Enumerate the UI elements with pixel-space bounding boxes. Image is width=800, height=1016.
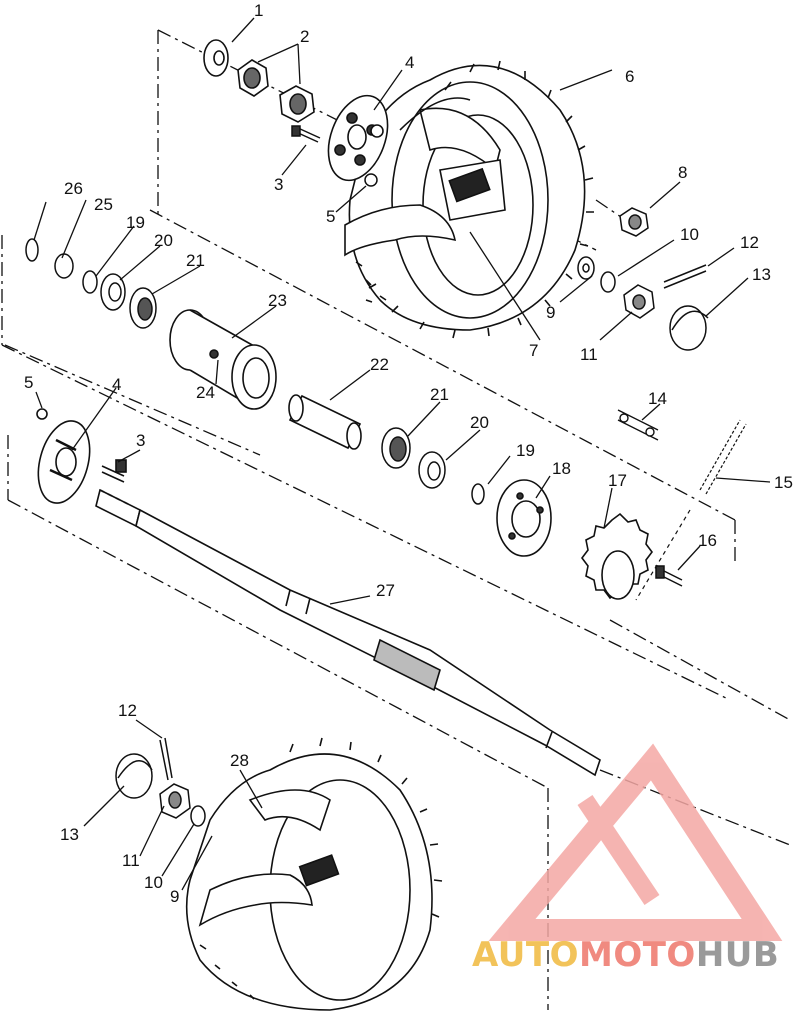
callout-21b: 21 [430, 385, 449, 404]
callout-labels: 1 2 4 6 3 5 8 10 12 13 9 7 11 26 25 19 2… [24, 1, 793, 906]
callout-22: 22 [370, 355, 389, 374]
callout-19b: 19 [516, 441, 535, 460]
sprocket-bolt [655, 565, 683, 587]
master-link [617, 409, 659, 441]
hardware-top-right [577, 207, 709, 351]
callout-9: 9 [546, 303, 555, 322]
callout-15: 15 [774, 473, 793, 492]
callout-20: 20 [154, 231, 173, 250]
callout-6: 6 [625, 67, 634, 86]
callout-14: 14 [648, 389, 667, 408]
spacer-sleeve [288, 394, 362, 450]
callout-10: 10 [680, 225, 699, 244]
callout-19: 19 [126, 213, 145, 232]
callout-24: 24 [196, 383, 215, 402]
callout-13: 13 [752, 265, 771, 284]
callout-23: 23 [268, 291, 287, 310]
callout-5b: 5 [24, 373, 33, 392]
callout-3: 3 [274, 175, 283, 194]
bearing-set-left [25, 238, 157, 329]
drive-sprocket [581, 512, 653, 600]
nut-top [364, 173, 378, 187]
callout-26: 26 [64, 179, 83, 198]
washer-and-nuts-top [203, 39, 315, 123]
watermark-logo: AUTOMOTOHUB [472, 743, 783, 975]
callout-20b: 20 [470, 413, 489, 432]
callout-4b: 4 [112, 375, 121, 394]
hub-flange-bottom [36, 408, 127, 504]
callout-27: 27 [376, 581, 395, 600]
callout-1: 1 [254, 1, 263, 20]
bearing-carrier [169, 309, 277, 410]
watermark-moto: MOTO [579, 935, 696, 975]
callout-5: 5 [326, 207, 335, 226]
watermark-auto: AUTO [472, 935, 579, 975]
leader-lines [33, 17, 771, 891]
bearing-set-right [381, 427, 485, 505]
callout-12b: 12 [118, 701, 137, 720]
callout-13b: 13 [60, 825, 79, 844]
hub-flange-top [327, 94, 389, 182]
callout-8: 8 [678, 163, 687, 182]
callout-16: 16 [698, 531, 717, 550]
watermark-text: AUTOMOTOHUB [472, 935, 779, 975]
tire-top [344, 60, 594, 339]
callout-9b: 9 [170, 887, 179, 906]
callout-28: 28 [230, 751, 249, 770]
callout-4: 4 [405, 53, 414, 72]
tire-bottom [185, 737, 443, 1011]
callout-21: 21 [186, 251, 205, 270]
sprocket-hub [496, 479, 552, 557]
callout-12: 12 [740, 233, 759, 252]
callout-3b: 3 [136, 431, 145, 450]
callout-10b: 10 [144, 873, 163, 892]
callout-25: 25 [94, 195, 113, 214]
rear-axle [95, 488, 601, 777]
drive-chain [635, 419, 747, 601]
callout-11b: 11 [122, 851, 140, 870]
callout-17: 17 [608, 471, 627, 490]
callout-11: 11 [580, 345, 598, 364]
watermark-hub: HUB [696, 935, 779, 975]
callout-2: 2 [300, 27, 309, 46]
callout-7: 7 [529, 341, 538, 360]
bolt-top [291, 125, 321, 143]
callout-18: 18 [552, 459, 571, 478]
triangle-logo-icon [488, 743, 783, 941]
